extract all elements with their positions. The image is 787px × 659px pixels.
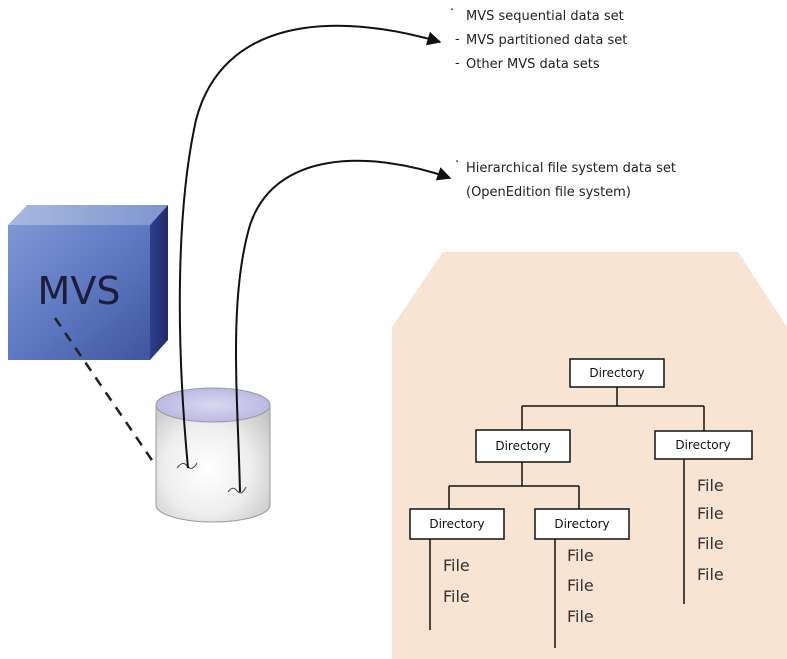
directory-box (569, 358, 665, 388)
directory-node-right: Directory (654, 430, 753, 460)
file-label: File (443, 556, 470, 575)
hfs-label-line2: (OpenEdition file system) (466, 185, 631, 200)
mvs-datasets-list: · MVS sequential data set - MVS partitio… (450, 3, 627, 72)
file-label: File (567, 576, 594, 595)
hfs-folder-shape (392, 252, 787, 659)
mvs-dataset-bullet: - (455, 56, 460, 71)
directory-box (534, 508, 630, 540)
hfs-label-line1: Hierarchical file system data set (466, 161, 676, 176)
file-label: File (697, 534, 724, 553)
directory-label: Directory (554, 517, 609, 531)
directory-box (654, 430, 753, 460)
directory-label: Directory (429, 517, 484, 531)
files-left-right: File File File (567, 546, 594, 626)
directory-node-root: Directory (569, 358, 665, 388)
mvs-cube-side (150, 205, 168, 360)
directory-node-left: Directory (475, 429, 571, 463)
mvs-cube: MVS (8, 205, 168, 360)
tree-connectors (429, 387, 705, 648)
cylinder-squiggle-2 (227, 486, 247, 494)
file-label: File (697, 476, 724, 495)
directory-label: Directory (675, 438, 730, 452)
dasd-cylinder (155, 387, 271, 523)
mvs-label: MVS (38, 269, 121, 313)
file-label: File (443, 587, 470, 606)
mvs-dataset-bullet: - (455, 32, 460, 47)
file-label: File (697, 565, 724, 584)
cylinder-top (155, 387, 271, 423)
file-label: File (567, 546, 594, 565)
cylinder-body (155, 404, 271, 523)
directory-node-left-right: Directory (534, 508, 630, 540)
cube-to-cylinder-connector (53, 317, 162, 473)
arrow-to-mvs-datasets (178, 24, 442, 469)
mvs-dataset-item: MVS partitioned data set (466, 33, 627, 48)
hfs-label: · Hierarchical file system data set (Ope… (455, 155, 676, 200)
files-right: File File File File (697, 476, 724, 584)
directory-box (409, 508, 505, 540)
directory-label: Directory (589, 366, 644, 380)
files-left-left: File File (443, 556, 470, 606)
file-label: File (697, 504, 724, 523)
mvs-dataset-item: Other MVS data sets (466, 57, 600, 72)
directory-box (475, 429, 571, 463)
mvs-dataset-item: MVS sequential data set (466, 9, 624, 24)
mvs-dataset-bullet: · (450, 3, 454, 18)
directory-label: Directory (495, 439, 550, 453)
arrow-to-hfs-dataset (235, 159, 452, 493)
file-label: File (567, 607, 594, 626)
hfs-bullet: · (455, 155, 459, 170)
mvs-cube-top (8, 205, 168, 225)
mvs-cube-front (8, 225, 150, 360)
directory-node-left-left: Directory (409, 508, 505, 540)
